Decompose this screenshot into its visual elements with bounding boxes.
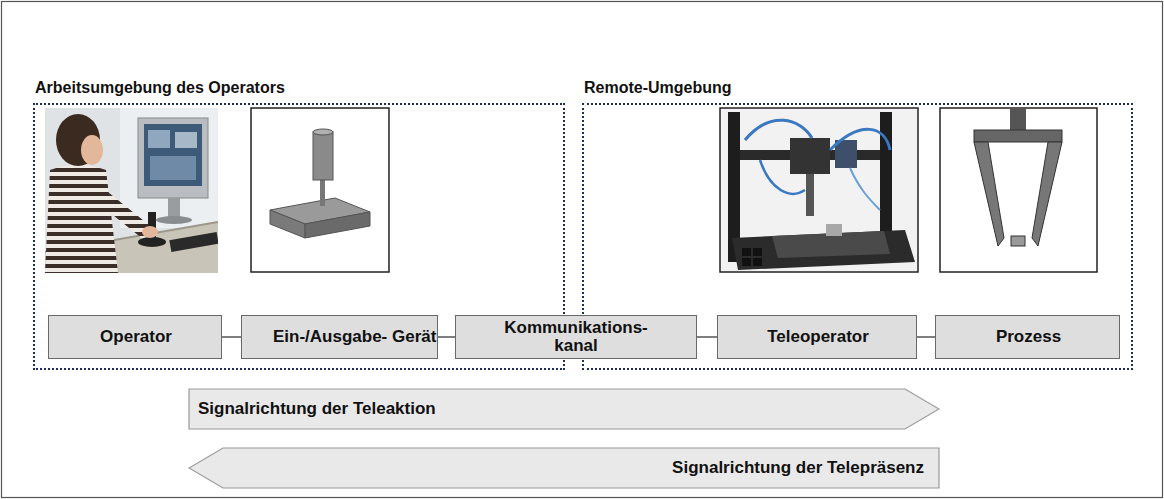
- process-box: Kommunikations- kanal: [455, 315, 697, 359]
- gripper-icon: [940, 108, 1097, 272]
- cable: [745, 120, 812, 140]
- gripper-jaw: [974, 142, 1004, 246]
- icon-frame: [251, 108, 389, 272]
- spindle: [806, 174, 814, 216]
- gantry-carriage: [790, 138, 830, 174]
- tray: [753, 258, 762, 266]
- photo-wall: [120, 108, 218, 228]
- screen-image: [175, 132, 197, 148]
- cable: [760, 160, 805, 194]
- process-box: Operator: [48, 315, 222, 359]
- screen-image: [148, 130, 170, 148]
- icon-frame: [940, 108, 1097, 272]
- device-slab-side: [270, 210, 305, 238]
- arrow-label: Signalrichtung der Teleaktion: [198, 399, 436, 419]
- monitor-base: [156, 216, 192, 224]
- box-label: Operator: [100, 328, 172, 346]
- box-label: Teleoperator: [767, 328, 869, 346]
- region-heading: Remote-Umgebung: [584, 78, 1133, 98]
- monitor-screen: [144, 124, 202, 186]
- process-box: Prozess: [935, 315, 1120, 359]
- person-arm: [96, 192, 146, 232]
- tray: [742, 258, 751, 266]
- box-label: Ein-/Ausgabe- Gerät: [273, 328, 408, 346]
- box-label: Kommunikations- kanal: [494, 319, 659, 355]
- device-slab-front: [305, 212, 370, 238]
- photo-frame: [720, 108, 918, 272]
- monitor: [138, 118, 208, 198]
- person-face: [81, 135, 103, 165]
- photo-background: [45, 108, 218, 273]
- gripped-part: [1011, 236, 1025, 246]
- region-heading: Arbeitsumgebung des Operators: [35, 78, 565, 98]
- process-box: Ein-/Ausgabe- Gerät: [241, 315, 438, 359]
- gripper-jaw: [1032, 142, 1062, 246]
- arrow-body: [189, 389, 939, 429]
- monitor-stand: [168, 198, 180, 218]
- person-hand: [142, 226, 158, 238]
- gripper-stem: [1010, 109, 1026, 131]
- gripper-bar: [974, 130, 1062, 142]
- device-handle-top: [313, 129, 333, 135]
- signal-arrow: Signalrichtung der Teleaktion: [188, 388, 940, 430]
- photo-background: [720, 108, 918, 272]
- machine-table: [732, 230, 915, 270]
- arrow-label: Signalrichtung der Telepräsenz: [672, 458, 924, 478]
- keyboard: [169, 232, 218, 252]
- tray: [742, 248, 751, 256]
- teleoperator-photo: [720, 108, 918, 272]
- operator-photo: [45, 108, 218, 273]
- screen-image: [150, 156, 196, 180]
- device-handle: [313, 132, 333, 180]
- tray: [753, 248, 762, 256]
- person-body: [45, 165, 118, 273]
- device-icon: [251, 108, 389, 272]
- connector-line: [697, 336, 717, 338]
- box-label: Prozess: [996, 328, 1061, 346]
- cable: [850, 168, 880, 210]
- process-box: Teleoperator: [717, 315, 917, 359]
- connector-line: [438, 336, 455, 338]
- workpiece: [826, 224, 842, 236]
- arrow-body: [189, 448, 939, 488]
- signal-arrow: Signalrichtung der Telepräsenz: [188, 447, 940, 489]
- cable: [830, 129, 890, 150]
- connector-line: [222, 336, 241, 338]
- connector-line: [917, 336, 935, 338]
